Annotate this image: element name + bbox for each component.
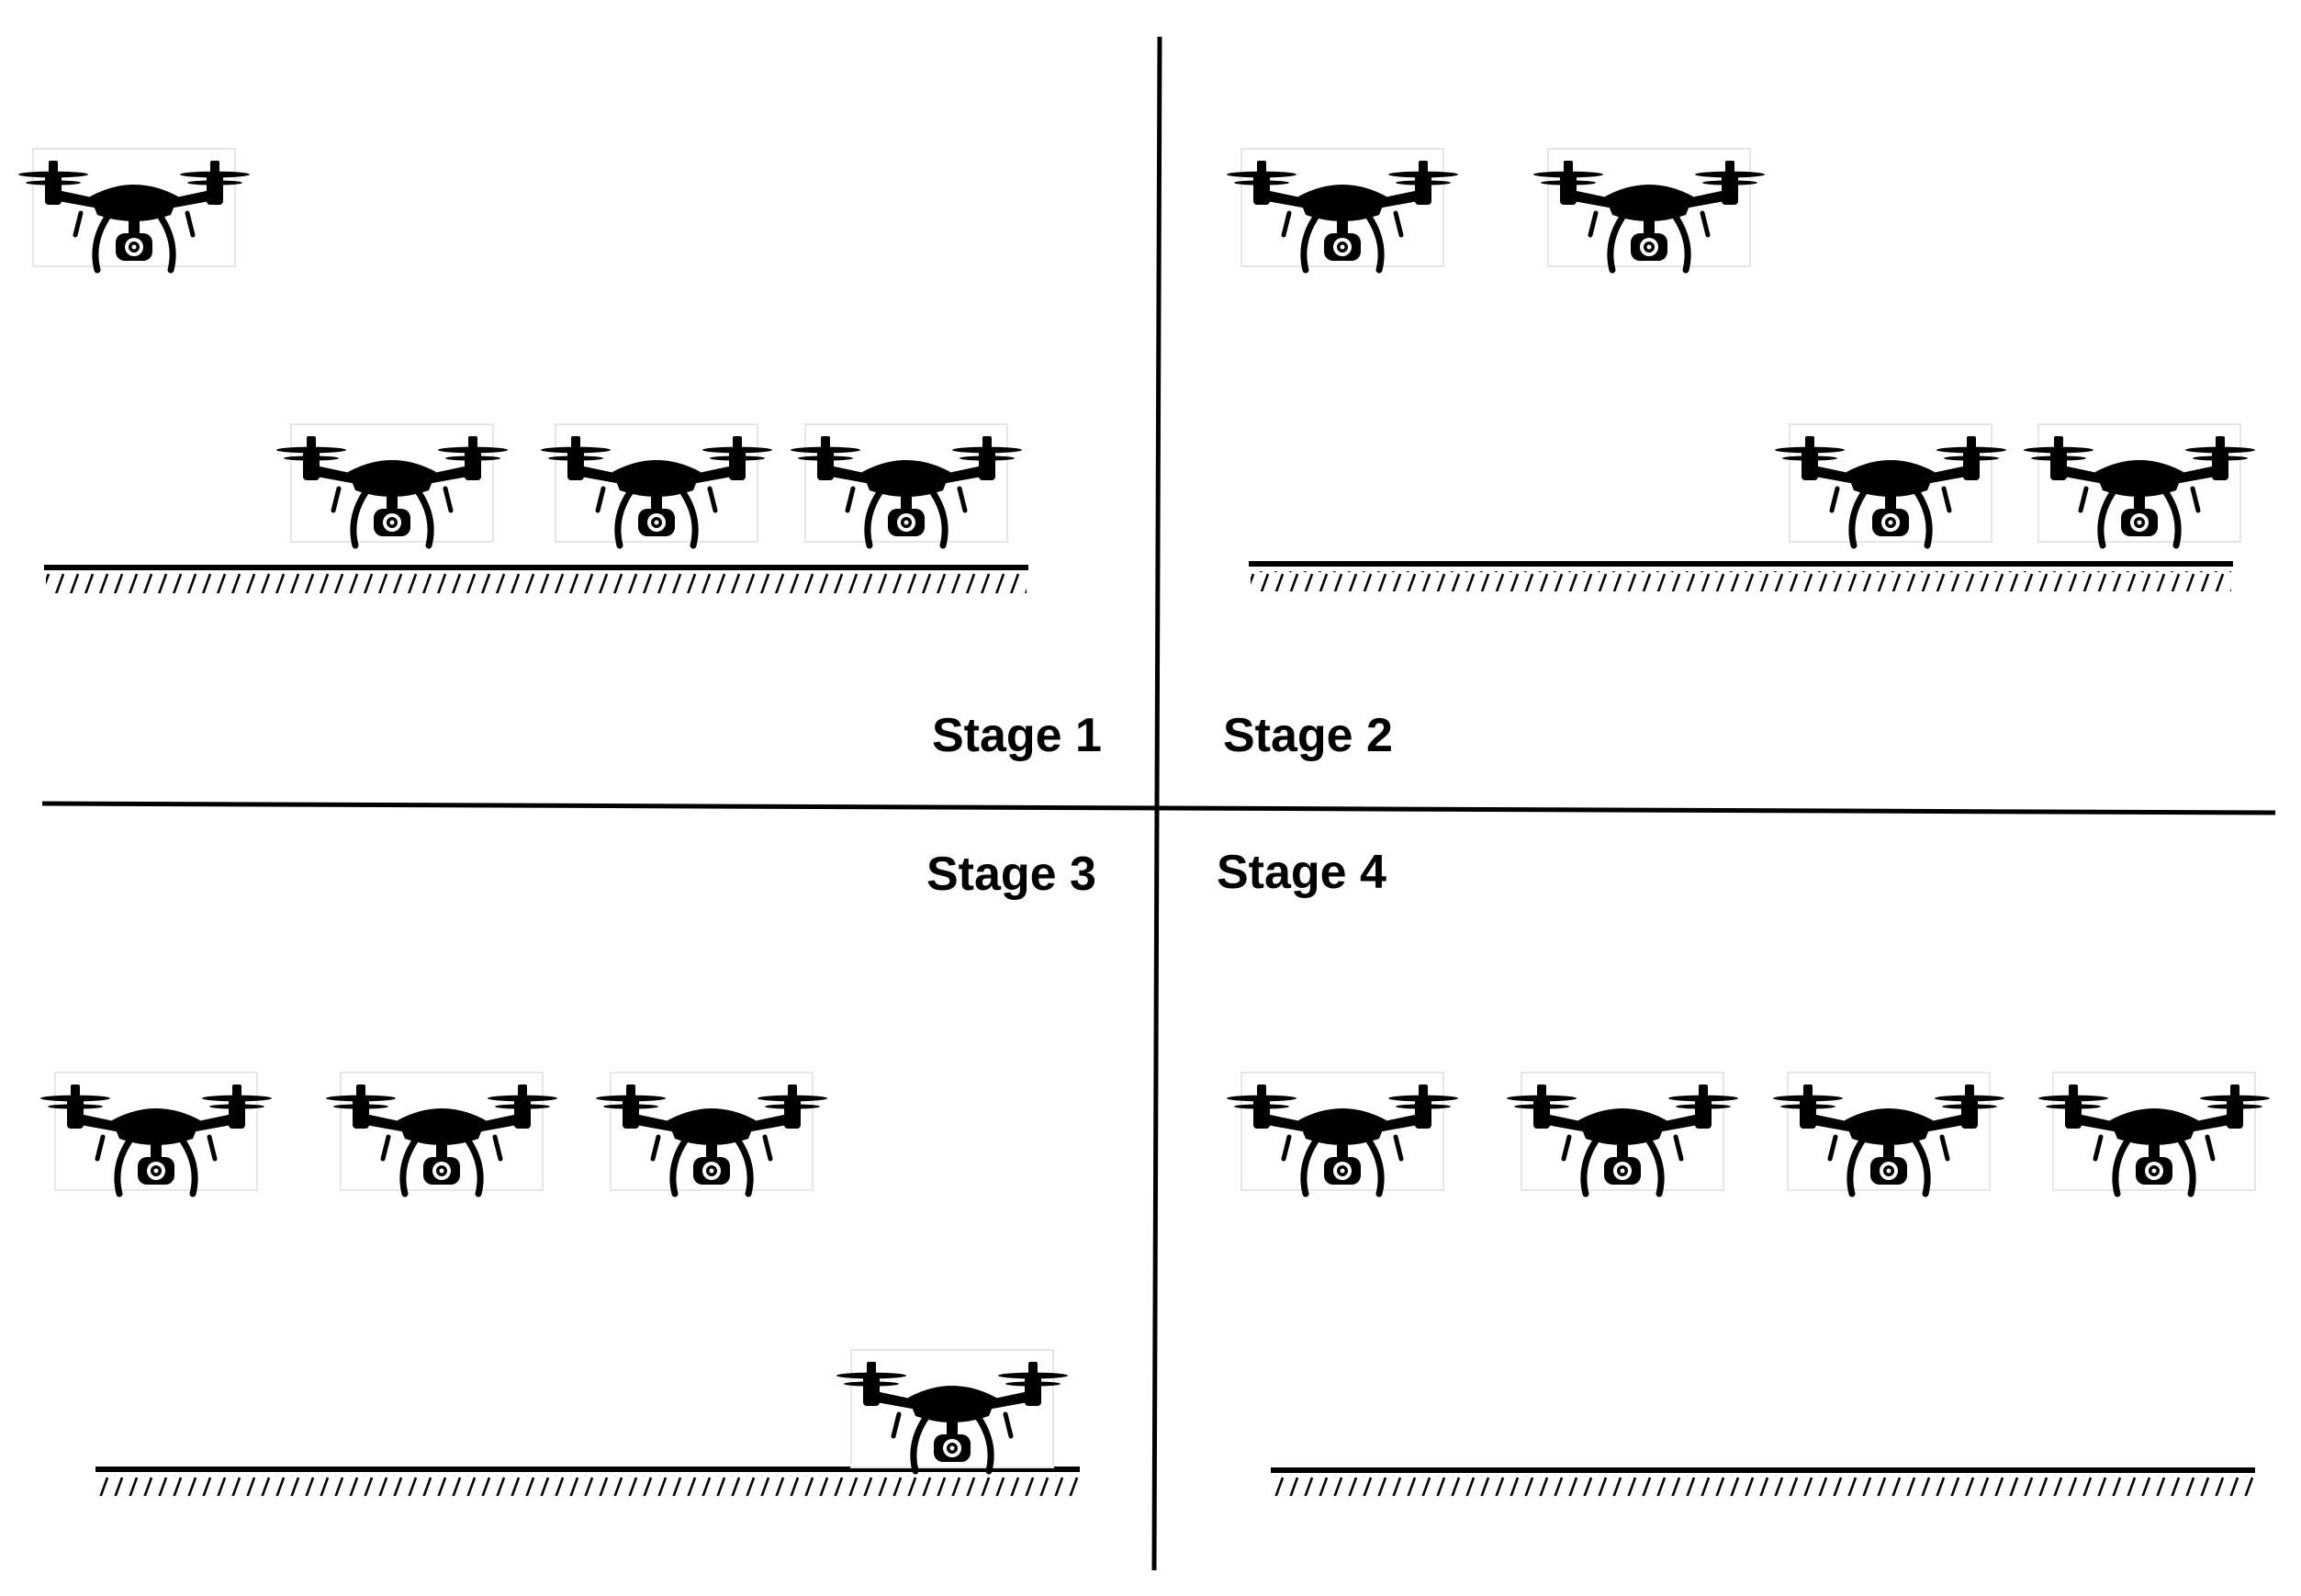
horizontal-divider: [41, 801, 2276, 815]
drone-icon: [836, 1349, 1068, 1471]
drone-icon: [596, 1072, 827, 1194]
drone-icon: [1227, 1072, 1458, 1194]
drone-icon: [541, 423, 772, 545]
ground-stage-4: [1271, 1467, 2255, 1496]
drone-icon: [1227, 148, 1458, 270]
drone-icon: [18, 148, 250, 270]
drone-icon: [2038, 1072, 2270, 1194]
ground-stage-1: [44, 565, 1028, 593]
vertical-divider: [1151, 36, 1162, 1571]
drone-icon: [1507, 1072, 1738, 1194]
stage-4-label: Stage 4: [1217, 846, 1386, 899]
stage-1-label: Stage 1: [932, 709, 1102, 762]
drone-icon: [1533, 148, 1765, 270]
drone-icon: [1775, 423, 2006, 545]
drone-icon: [40, 1072, 272, 1194]
stage-3-label: Stage 3: [926, 848, 1096, 901]
ground-stage-2: [1249, 561, 2233, 591]
drone-icon: [1773, 1072, 2004, 1194]
drone-icon: [791, 423, 1022, 545]
ground-stage-3: [95, 1467, 1080, 1496]
drone-icon: [326, 1072, 557, 1194]
drone-icon: [276, 423, 508, 545]
drone-icon: [2024, 423, 2255, 545]
stage-2-label: Stage 2: [1223, 709, 1393, 762]
